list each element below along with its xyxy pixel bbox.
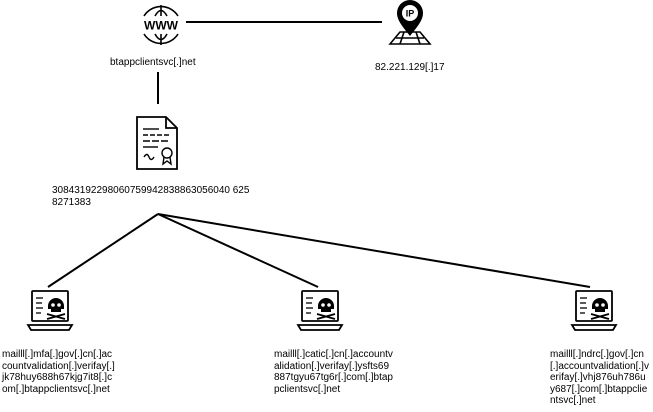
certificate-serial-label: 30843192298060759942838863056040 6258271… xyxy=(52,185,250,208)
phish-domain-1-label: mailll[.]mfa[.]gov[.]cn[.]accountvalidat… xyxy=(2,349,115,395)
connector-lines xyxy=(47,21,591,288)
malicious-laptop-skull-icon xyxy=(570,290,618,331)
svg-text:WWW: WWW xyxy=(144,19,179,33)
svg-text:IP: IP xyxy=(406,9,415,19)
ip-location-pin-icon: IP xyxy=(388,0,432,45)
phish-domain-3-label: mailll[.]ndrc[.]gov[.]cn[.]accountvalida… xyxy=(550,349,649,406)
www-globe-icon: WWW xyxy=(143,5,179,45)
certificate-document-icon xyxy=(136,116,178,170)
edge-certificate-to-phish-1 xyxy=(47,213,159,288)
malicious-laptop-skull-icon xyxy=(296,290,344,331)
ip-label: 82.221.129[.]17 xyxy=(375,62,445,73)
edge-certificate-to-phish-2 xyxy=(157,213,319,288)
edge-certificate-to-phish-3 xyxy=(157,213,591,288)
phish-domain-2-label: mailll[.]catic[.]cn[.]accountvalidation[… xyxy=(274,349,393,395)
domain-label: btappclientsvc[.]net xyxy=(110,57,196,68)
malicious-laptop-skull-icon xyxy=(26,290,74,331)
